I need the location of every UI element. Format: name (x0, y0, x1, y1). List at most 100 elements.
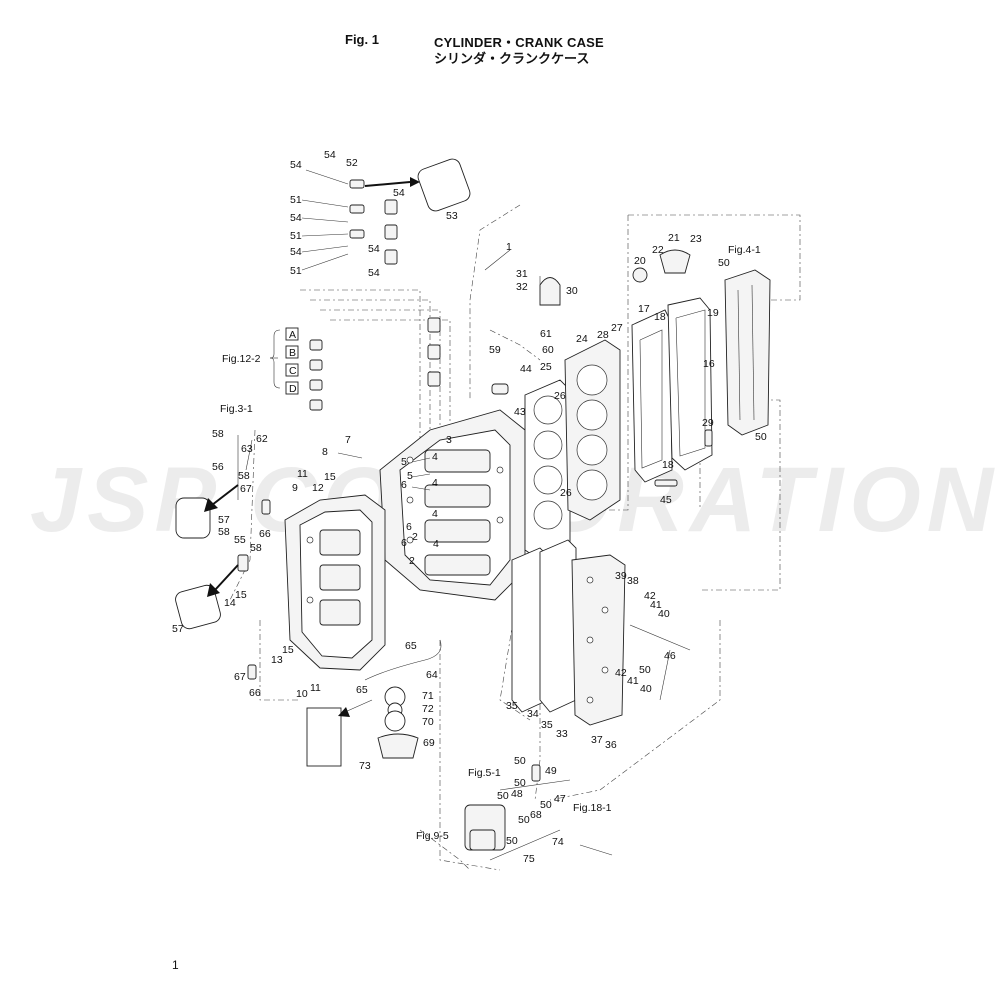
callout-69: 69 (423, 737, 435, 749)
callout-4: 4 (432, 477, 438, 489)
callout-37: 37 (591, 734, 603, 746)
callout-17: 17 (638, 303, 650, 315)
callout-67: 67 (240, 483, 252, 495)
top-studs (309, 179, 441, 411)
callout-52: 52 (346, 157, 358, 169)
letter-boxes (269, 327, 299, 395)
callout-11: 11 (297, 468, 308, 480)
callout-20: 20 (634, 255, 646, 267)
figure-title-english: CYLINDER・CRANK CASE (434, 35, 604, 50)
callout-66: 66 (249, 687, 261, 699)
callout-54: 54 (290, 246, 302, 258)
direction-arrows (204, 177, 420, 717)
callout-5: 5 (401, 456, 407, 468)
callout-b-letter: B (289, 347, 296, 359)
callout-26: 26 (560, 487, 572, 499)
callout-49: 49 (545, 765, 557, 777)
head-gasket (524, 379, 571, 561)
callout-51: 51 (290, 230, 302, 242)
callout-54: 54 (368, 267, 380, 279)
callout-18: 18 (654, 311, 666, 323)
fig-ref-18-1: Fig.18-1 (573, 802, 612, 814)
callout-31: 31 (516, 268, 528, 280)
callout-40: 40 (658, 608, 670, 620)
callout-46: 46 (664, 650, 676, 662)
callout-42: 42 (615, 667, 627, 679)
crankcase-cover-block (284, 494, 386, 671)
callout-23: 23 (690, 233, 702, 245)
callout-54: 54 (393, 187, 405, 199)
callout-41: 41 (650, 599, 662, 611)
callout-a-letter: A (289, 329, 296, 341)
callout-34: 34 (527, 708, 539, 720)
callout-58: 58 (218, 526, 230, 538)
callout-4: 4 (432, 508, 438, 520)
callout-22: 22 (652, 244, 664, 256)
callout-62: 62 (256, 433, 268, 445)
callout-8: 8 (322, 446, 328, 458)
exhaust-cover-rail (724, 269, 771, 436)
fig-ref-9-5: Fig.9-5 (416, 830, 449, 842)
callout-58: 58 (250, 542, 262, 554)
callout-29: 29 (702, 417, 714, 429)
callout-27: 27 (611, 322, 623, 334)
callout-73: 73 (359, 760, 371, 772)
callout-d-letter: D (289, 383, 297, 395)
water-jacket-covers (511, 539, 626, 726)
callout-12: 12 (312, 482, 324, 494)
callout-50: 50 (718, 257, 730, 269)
callout-61: 61 (540, 328, 552, 340)
callout-54: 54 (324, 149, 336, 161)
callout-18: 18 (662, 459, 674, 471)
callout-64: 64 (426, 669, 438, 681)
callout-48: 48 (511, 788, 523, 800)
callout-16: 16 (703, 358, 715, 370)
callout-51: 51 (290, 194, 302, 206)
callout-75: 75 (523, 853, 535, 865)
callout-11: 11 (310, 682, 321, 694)
callout-6: 6 (401, 537, 407, 549)
callout-66: 66 (259, 528, 271, 540)
callout-6: 6 (401, 479, 407, 491)
callout-numbers: 54 54 52 54 51 54 51 54 54 51 54 53 1 31… (172, 149, 767, 865)
callout-35: 35 (541, 719, 553, 731)
callout-43: 43 (514, 406, 526, 418)
callout-41: 41 (627, 675, 639, 687)
fig-ref-5-1: Fig.5-1 (468, 767, 501, 779)
callout-58: 58 (238, 470, 250, 482)
callout-72: 72 (422, 703, 434, 715)
callout-71: 71 (422, 690, 434, 702)
callout-2: 2 (412, 531, 418, 543)
callout-65: 65 (356, 684, 368, 696)
callout-15: 15 (235, 589, 247, 601)
callout-10: 10 (296, 688, 308, 700)
fig-ref-3-1: Fig.3-1 (220, 403, 253, 415)
callout-9: 9 (292, 482, 298, 494)
callout-50: 50 (518, 814, 530, 826)
callout-30: 30 (566, 285, 578, 297)
fig-ref-4-1: Fig.4-1 (728, 244, 761, 256)
callout-47: 47 (554, 793, 566, 805)
callout-59: 59 (489, 344, 501, 356)
callout-15: 15 (282, 644, 294, 656)
callout-26: 26 (554, 390, 566, 402)
callout-54: 54 (368, 243, 380, 255)
small-parts (237, 249, 713, 861)
detail-insets (175, 158, 471, 767)
callout-60: 60 (542, 344, 554, 356)
callout-68: 68 (530, 809, 542, 821)
figure-title-japanese: シリンダ・クランクケース (434, 51, 590, 66)
callout-c-letter: C (289, 365, 297, 377)
callout-44: 44 (520, 363, 532, 375)
callout-55: 55 (234, 534, 246, 546)
callout-3: 3 (446, 434, 452, 446)
oil-pipe-and-pump (364, 639, 506, 851)
callout-4: 4 (432, 451, 438, 463)
callout-25: 25 (540, 361, 552, 373)
callout-32: 32 (516, 281, 528, 293)
callout-45: 45 (660, 494, 672, 506)
callout-13: 13 (271, 654, 283, 666)
callout-50: 50 (514, 777, 526, 789)
callout-39: 39 (615, 570, 627, 582)
